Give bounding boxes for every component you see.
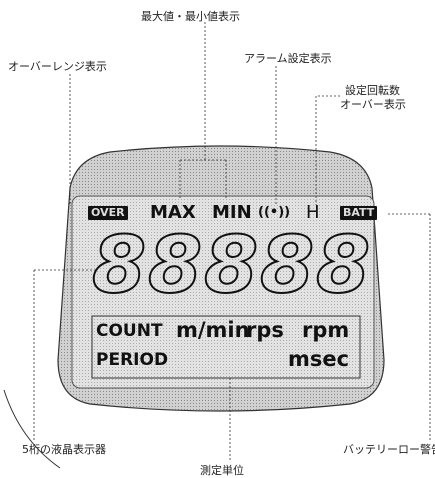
digit-4: 8: [259, 221, 315, 311]
digit-3: 8: [203, 221, 259, 311]
unit-period: PERIOD: [96, 350, 169, 370]
alarm-icon: ((•)): [258, 205, 291, 220]
lcd-5digit-label: 5桁の液晶表示器: [22, 443, 106, 456]
digit-1: 8: [91, 221, 147, 311]
set-rotation-over-label-2: オーバー表示: [340, 98, 406, 111]
overrange-display-label: オーバーレンジ表示: [8, 60, 107, 73]
over-indicator: OVER: [88, 206, 128, 220]
digit-2: 8: [147, 221, 203, 311]
h-indicator: H: [306, 202, 320, 223]
measurement-unit-label: 測定単位: [200, 464, 244, 477]
unit-m-min: m/min: [176, 318, 250, 342]
unit-rps: rps: [246, 318, 284, 342]
digit-5: 8: [315, 221, 371, 311]
max-min-display-label: 最大値・最小値表示: [141, 10, 240, 23]
battery-low-warning-label: バッテリーロー警告表: [343, 443, 435, 456]
alarm-setting-display-label: アラーム設定表示: [244, 52, 332, 65]
set-rotation-over-label-1: 設定回転数: [345, 84, 400, 97]
unit-rpm: rpm: [302, 318, 350, 342]
max-indicator: MAX: [150, 202, 196, 223]
min-indicator: MIN: [212, 202, 252, 223]
lcd-screen: [71, 195, 375, 389]
batt-indicator: BATT: [340, 206, 378, 220]
unit-msec: msec: [288, 347, 350, 371]
unit-box: [91, 315, 361, 379]
unit-count: COUNT: [96, 321, 163, 341]
